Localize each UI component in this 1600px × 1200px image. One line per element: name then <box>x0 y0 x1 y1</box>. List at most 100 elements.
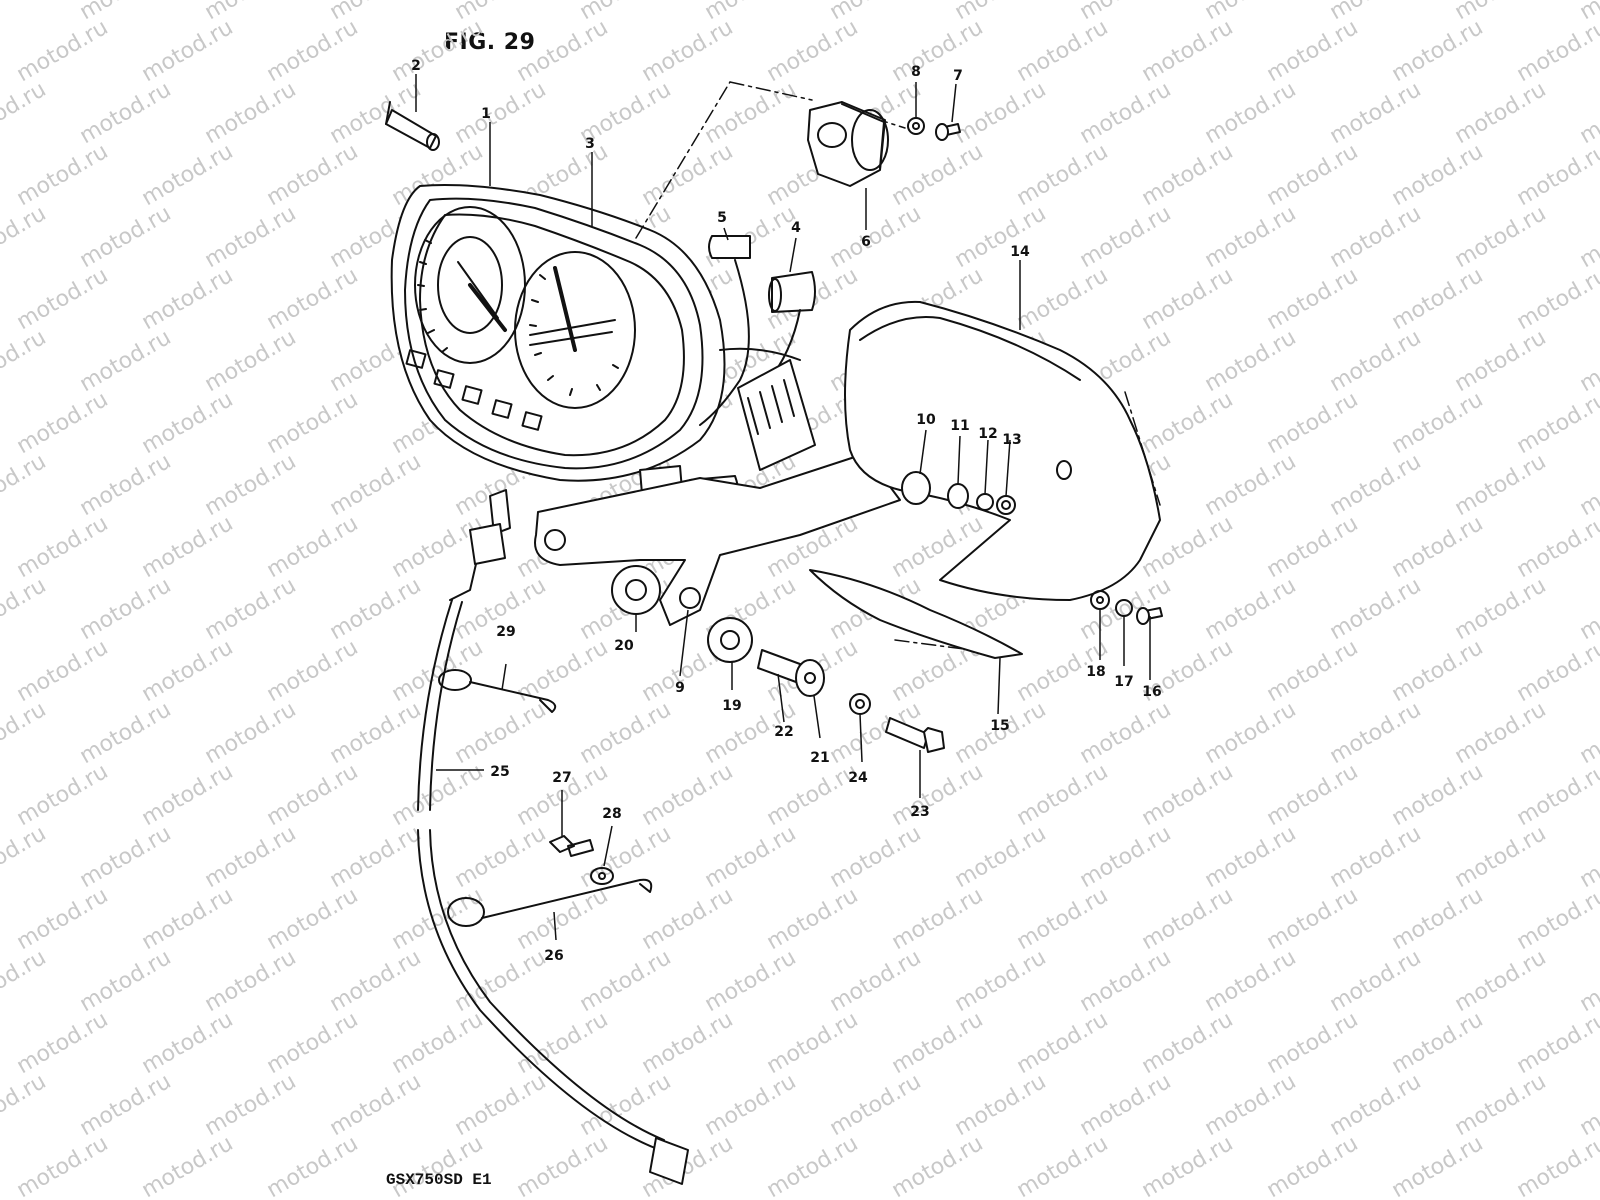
watermark-text: motod.ru <box>763 883 863 955</box>
watermark-text: motod.ru <box>763 15 863 87</box>
watermark-text: motod.ru <box>1388 511 1488 583</box>
callout-20: 20 <box>614 638 634 654</box>
watermark-text: motod.ru <box>201 697 301 769</box>
part-5-bulb <box>708 235 751 259</box>
watermark-text: motod.ru <box>1451 1069 1551 1141</box>
callout-13: 13 <box>1002 432 1021 448</box>
watermark-text: motod.ru <box>1263 759 1363 831</box>
watermark-text: motod.ru <box>1513 1131 1600 1200</box>
watermark-text: motod.ru <box>263 511 363 583</box>
watermark-text: motod.ru <box>1201 77 1301 149</box>
watermark-text: motod.ru <box>388 1131 488 1200</box>
watermark-text: motod.ru <box>76 573 176 645</box>
watermark-text: motod.ru <box>638 15 738 87</box>
watermark-text: motod.ru <box>76 325 176 397</box>
watermark-text: motod.ru <box>1513 15 1600 87</box>
callout-17: 17 <box>1114 674 1133 690</box>
watermark-text: motod.ru <box>326 449 426 521</box>
watermark-text: motod.ru <box>1451 201 1551 273</box>
watermark-text: motod.ru <box>1513 139 1600 211</box>
part-27-bolt <box>549 835 594 857</box>
part-24-washer <box>849 693 871 715</box>
watermark-text: motod.ru <box>638 139 738 211</box>
watermark-text: motod.ru <box>763 1131 863 1200</box>
callout-1: 1 <box>481 106 491 122</box>
watermark-text: motod.ru <box>263 1131 363 1200</box>
watermark-text: motod.ru <box>1576 449 1600 521</box>
watermark-text: motod.ru <box>701 77 801 149</box>
watermark-text: motod.ru <box>1326 325 1426 397</box>
watermark-text: motod.ru <box>76 201 176 273</box>
callout-9: 9 <box>675 680 685 696</box>
watermark-text: motod.ru <box>138 139 238 211</box>
watermark-text: motod.ru <box>1451 325 1551 397</box>
watermark-text: motod.ru <box>1513 883 1600 955</box>
watermark-text: motod.ru <box>0 1069 50 1141</box>
watermark-text: motod.ru <box>576 945 676 1017</box>
watermark-text: motod.ru <box>1263 139 1363 211</box>
watermark-text: motod.ru <box>1013 15 1113 87</box>
watermark-text: motod.ru <box>1201 697 1301 769</box>
watermark-text: motod.ru <box>1013 263 1113 335</box>
watermark-text: motod.ru <box>1513 1007 1600 1079</box>
watermark-text: motod.ru <box>451 697 551 769</box>
watermark-text: motod.ru <box>0 325 50 397</box>
watermark-text: motod.ru <box>76 449 176 521</box>
watermark-text: motod.ru <box>1076 945 1176 1017</box>
watermark-text: motod.ru <box>1201 449 1301 521</box>
watermark-text: motod.ru <box>201 201 301 273</box>
watermark-text: motod.ru <box>13 15 113 87</box>
callout-2: 2 <box>411 58 421 74</box>
watermark-text: motod.ru <box>138 1131 238 1200</box>
watermark-text: motod.ru <box>1076 201 1176 273</box>
part-25-cable <box>417 489 689 1185</box>
watermark-text: motod.ru <box>1388 883 1488 955</box>
watermark-text: motod.ru <box>1388 1007 1488 1079</box>
watermark-text: motod.ru <box>888 1131 988 1200</box>
watermark-text: motod.ru <box>1138 15 1238 87</box>
watermark-text: motod.ru <box>1076 1069 1176 1141</box>
watermark-text: motod.ru <box>1138 883 1238 955</box>
callout-25: 25 <box>490 764 509 780</box>
watermark-text: motod.ru <box>1263 511 1363 583</box>
watermark-text: motod.ru <box>13 759 113 831</box>
watermark-text: motod.ru <box>1388 139 1488 211</box>
watermark-text: motod.ru <box>1576 697 1600 769</box>
part-6-switch <box>807 101 889 187</box>
part-23-bolt <box>885 717 945 753</box>
watermark-text: motod.ru <box>13 635 113 707</box>
part-16-screw <box>1136 607 1163 625</box>
watermark-text: motod.ru <box>888 883 988 955</box>
watermark-text: motod.ru <box>1138 759 1238 831</box>
watermark-text: motod.ru <box>76 697 176 769</box>
watermark-text: motod.ru <box>1201 1069 1301 1141</box>
watermark-text: motod.ru <box>76 945 176 1017</box>
watermark-text: motod.ru <box>138 511 238 583</box>
watermark-text: motod.ru <box>201 449 301 521</box>
watermark-text: motod.ru <box>263 15 363 87</box>
watermark-text: motod.ru <box>326 821 426 893</box>
watermark-text: motod.ru <box>1513 635 1600 707</box>
watermark-text: motod.ru <box>1263 883 1363 955</box>
watermark-text: motod.ru <box>1138 263 1238 335</box>
watermark-text: motod.ru <box>1576 1069 1600 1141</box>
callout-10: 10 <box>916 412 936 428</box>
watermark-text: motod.ru <box>1326 945 1426 1017</box>
watermark-text: motod.ru <box>388 635 488 707</box>
watermark-text: motod.ru <box>0 449 50 521</box>
watermark-text: motod.ru <box>1138 387 1238 459</box>
watermark-text: motod.ru <box>826 1069 926 1141</box>
watermark-text: motod.ru <box>263 759 363 831</box>
watermark-text: motod.ru <box>263 635 363 707</box>
part-15-panel <box>809 569 1023 659</box>
watermark-text: motod.ru <box>1076 821 1176 893</box>
callout-16: 16 <box>1142 684 1161 700</box>
watermark-text: motod.ru <box>1263 387 1363 459</box>
watermark-text: motod.ru <box>1513 263 1600 335</box>
watermark-text: motod.ru <box>263 883 363 955</box>
watermark-text: motod.ru <box>1326 201 1426 273</box>
callout-18: 18 <box>1086 664 1105 680</box>
watermark-text: motod.ru <box>826 821 926 893</box>
part-18-washer <box>1090 590 1110 610</box>
